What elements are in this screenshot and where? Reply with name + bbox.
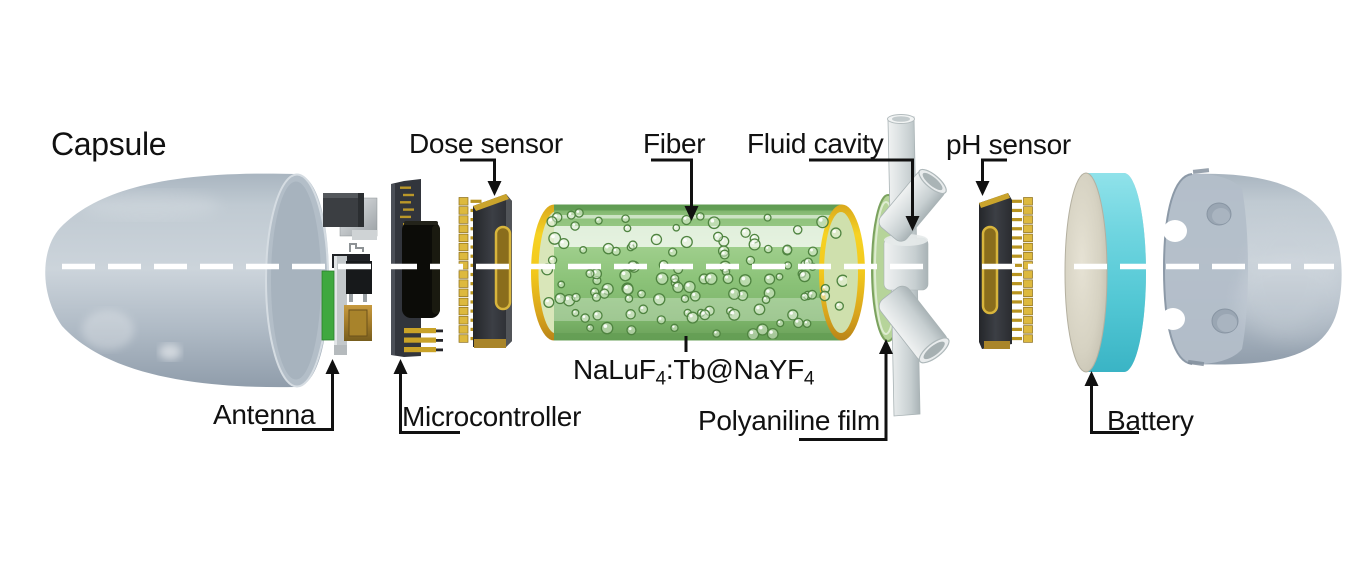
polyaniline-film-arrow — [879, 339, 893, 354]
microcontroller-gold-pins-bottom — [404, 328, 443, 353]
leader-polyaniline-film — [799, 339, 893, 441]
cap-hole-upper — [1163, 220, 1187, 242]
label-polyaniline-film: Polyaniline film — [698, 405, 880, 436]
fiber-arrow — [684, 206, 699, 221]
microcontroller-chip — [402, 221, 440, 318]
ph-sensor-pins — [1010, 197, 1033, 343]
cap-hole-lower — [1161, 308, 1185, 330]
label-dose-sensor: Dose sensor — [409, 128, 563, 159]
label-phosphor-formula: NaLuF4:Tb@NaYF4 — [573, 354, 815, 390]
dose-sensor-chip — [458, 194, 512, 348]
antenna-arrow — [325, 359, 340, 374]
leader-dose-sensor — [460, 158, 502, 196]
battery-face — [1064, 172, 1108, 373]
antenna-chip — [323, 193, 364, 227]
label-microcontroller: Microcontroller — [402, 401, 582, 432]
label-antenna: Antenna — [213, 399, 316, 430]
battery-rim — [1086, 173, 1146, 372]
battery-cell — [1064, 172, 1146, 373]
fluid-cavity-arrow — [905, 216, 920, 231]
capsule-left-shell — [45, 173, 330, 388]
ph-sensor-chip — [979, 193, 1033, 349]
label-battery: Battery — [1107, 405, 1194, 436]
label-capsule: Capsule — [51, 126, 167, 162]
leader-microcontroller — [393, 359, 460, 434]
ph-sensor-pad — [981, 225, 999, 315]
leader-ph-sensor — [975, 158, 1007, 196]
antenna-assembly — [321, 193, 378, 355]
microcontroller-arrow — [393, 359, 408, 374]
ph-sensor-arrow — [975, 181, 990, 196]
leader-fluid-cavity — [809, 158, 920, 231]
battery-arrow — [1084, 371, 1099, 386]
leader-antenna — [262, 359, 340, 431]
leader-fiber — [651, 158, 699, 221]
label-fiber: Fiber — [643, 128, 706, 159]
capsule-right-cap — [1161, 168, 1345, 367]
leader-battery — [1084, 371, 1139, 434]
antenna-pcb — [321, 270, 335, 341]
phosphor-bubbles — [541, 208, 847, 339]
fiber-cylinder — [531, 204, 865, 341]
dose-sensor-arrow — [487, 181, 502, 196]
label-ph-sensor: pH sensor — [946, 129, 1071, 160]
label-fluid-cavity: Fluid cavity — [747, 128, 884, 159]
fluid-lower-port — [878, 285, 950, 364]
